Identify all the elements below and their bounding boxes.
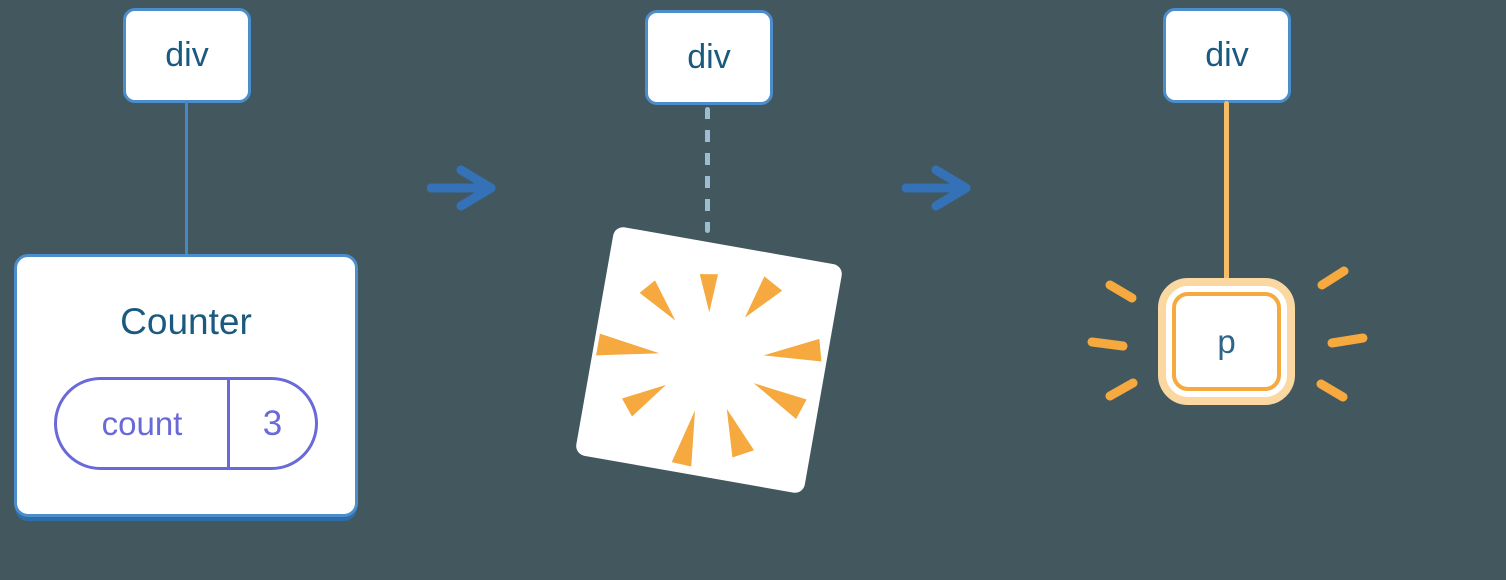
transition-arrow-icon xyxy=(902,165,971,211)
state-value: 3 xyxy=(227,380,315,467)
stage3-tree-edge xyxy=(1224,101,1229,281)
p-node: p xyxy=(1172,292,1281,391)
stage3-root-label: div xyxy=(1205,36,1249,74)
stage3-root-node-div: div xyxy=(1163,8,1291,103)
counter-component-card: Counter count 3 xyxy=(14,254,358,517)
state-key: count xyxy=(101,404,183,442)
stage1-root-node-div: div xyxy=(123,8,251,103)
poof-burst-icon xyxy=(576,227,842,493)
p-node-label: p xyxy=(1217,322,1236,360)
stage1-tree-edge xyxy=(185,101,188,255)
stage1-root-label: div xyxy=(165,36,209,74)
p-node-halo: p xyxy=(1158,278,1295,405)
poof-card xyxy=(576,227,842,493)
sparkle-rays-icon xyxy=(1087,266,1368,402)
transition-arrow-icon xyxy=(427,165,496,211)
stage2-root-label: div xyxy=(687,38,731,76)
component-title: Counter xyxy=(120,301,252,342)
stage2-dashed-edge xyxy=(705,107,710,233)
state-pill: count 3 xyxy=(54,377,318,470)
burst-rays xyxy=(596,274,822,467)
stage2-root-node-div: div xyxy=(645,10,773,105)
